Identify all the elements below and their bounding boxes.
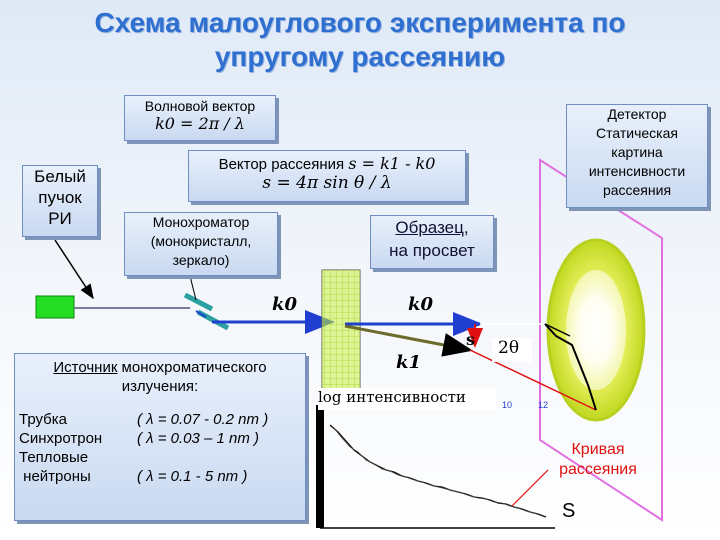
monochromator-line-3: зеркало) [172, 252, 230, 268]
white-beam-line-1: Белый [34, 167, 86, 186]
source-heading-line-2: излучения: [121, 378, 199, 395]
white-beam-line-3: РИ [48, 209, 72, 228]
wave-vector-box: Волновой вектор k0 = 2π / λ [124, 95, 276, 141]
detector-box: Детектор Статическая картина интенсивнос… [566, 104, 708, 208]
scattering-vector-box: Вектор рассеяния s = k1 - k0 s = 4π sin … [188, 150, 466, 202]
detector-line-1: Детектор [607, 106, 667, 122]
curve-label: Кривая рассеяния [548, 440, 648, 480]
curve-label-line-2: рассеяния [559, 461, 637, 478]
monochromator-box: Монохроматор (монокристалл, зеркало) [124, 212, 278, 276]
curve-label-line-1: Кривая [571, 441, 625, 458]
source-heading: Источник монохроматического [15, 358, 305, 377]
source-row-name: Синхротрон [19, 430, 103, 447]
monochromator-line-2: (монокристалл, [150, 233, 252, 249]
monochromator-line-1: Монохроматор [152, 214, 250, 230]
source-heading-rest: монохроматического [117, 359, 267, 376]
scattering-vector-line1: Вектор рассеяния s = k1 - k0 [189, 154, 465, 173]
source-heading-underlined: Источник [53, 359, 118, 376]
sample-line-1: Образец, [395, 218, 469, 237]
source-block [35, 295, 75, 319]
source-row-value: ( λ = 0.1 - 5 nm ) [137, 468, 248, 485]
source-row-value: ( λ = 0.07 - 0.2 nm ) [137, 411, 269, 428]
source-row-name: нейтроны [19, 468, 91, 485]
scattering-vector-formula-2: s = 4π sin θ / λ [262, 173, 392, 193]
title-line-1: Схема малоуглового эксперимента по [94, 7, 626, 38]
k1-label: k1 [396, 352, 421, 373]
source-row-name: Тепловые [19, 449, 89, 466]
k0-label-left: k0 [272, 294, 297, 315]
white-beam-arrow [54, 239, 94, 300]
source-row-name: Трубка [19, 411, 67, 428]
plot-tick-10: 10 [502, 400, 513, 410]
monochromator-crystal-1 [183, 292, 214, 312]
sample-box: Образец, на просвет [370, 215, 494, 269]
source-row: Тепловые [15, 448, 305, 467]
white-beam-line-2: пучок [38, 188, 82, 207]
s-label: s [466, 330, 476, 349]
source-row: Трубка ( λ = 0.07 - 0.2 nm ) [15, 410, 305, 429]
source-row-value: ( λ = 0.03 – 1 nm ) [137, 430, 260, 447]
plot-tick-12: 12 [538, 400, 549, 410]
detector-plane [539, 158, 663, 522]
scattering-vector-formula-1: s = k1 - k0 [348, 154, 436, 173]
wave-vector-label: Волновой вектор [144, 98, 256, 114]
sample-line-2: на просвет [389, 241, 475, 260]
scattering-curve [329, 424, 547, 518]
source-panel: Источник монохроматического излучения: Т… [14, 353, 306, 521]
wave-vector-formula: k0 = 2π / λ [155, 114, 245, 133]
plot-xlabel: S [562, 500, 576, 522]
white-beam-box: Белый пучок РИ [22, 165, 98, 237]
k0-label-right: k0 [408, 294, 433, 315]
source-row: Синхротрон ( λ = 0.03 – 1 nm ) [15, 429, 305, 448]
scattering-vector-label: Вектор рассеяния [218, 156, 345, 173]
k1-beam [344, 324, 473, 357]
detector-profile [544, 323, 597, 411]
plot-ylabel: log интенсивности [318, 388, 496, 410]
source-row: нейтроны ( λ = 0.1 - 5 nm ) [15, 467, 305, 486]
two-theta-label: 2θ [492, 338, 532, 362]
detector-line-5: рассеяния [602, 182, 672, 198]
detector-line-4: интенсивности [588, 163, 686, 179]
page-title: Схема малоуглового эксперимента по упруг… [0, 6, 720, 74]
detector-line-3: картина [611, 144, 663, 160]
title-line-2: упругому рассеянию [214, 41, 506, 72]
detector-line-2: Статическая [596, 125, 678, 141]
curve-label-arrow [511, 469, 549, 507]
